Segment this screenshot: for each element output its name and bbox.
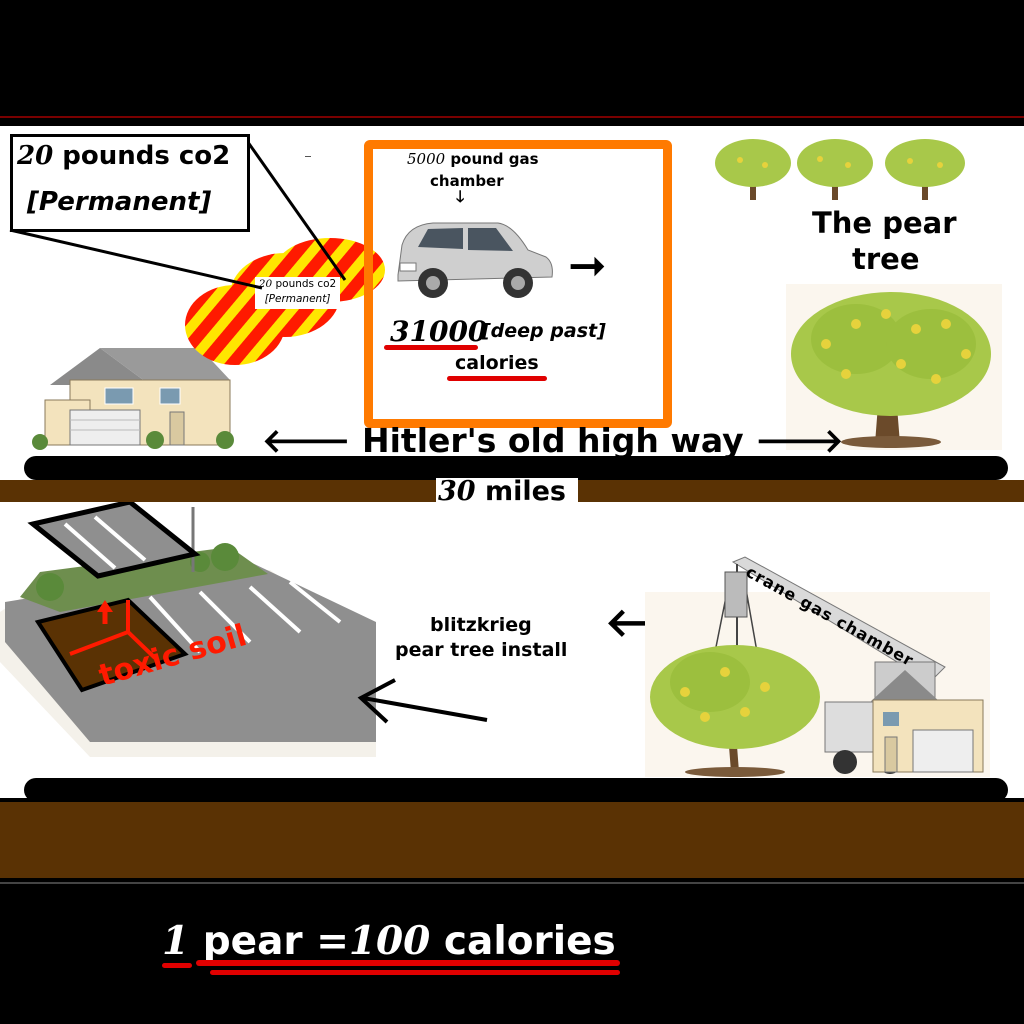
install-label-line2: pear tree install: [395, 639, 568, 661]
co2-permanent: [Permanent]: [27, 187, 212, 217]
calories-qualifier: [deep past]: [482, 320, 606, 342]
co2-callout-box: 20 pounds co2 [Permanent]: [10, 134, 250, 232]
left-arrow-icon: 🡐: [262, 421, 362, 460]
right-arrow-icon: ➞: [568, 238, 607, 292]
calories-unit: calories: [455, 352, 539, 374]
pear-tree-title-line2: tree: [852, 242, 920, 276]
right-arrow-icon-2: 🡒: [743, 421, 844, 460]
pear-tree-illustration: [786, 284, 1002, 450]
car-illustration: [397, 222, 553, 298]
house-illustration: [32, 348, 234, 450]
install-label-line1: blitzkrieg: [430, 614, 532, 636]
distance-unit: miles: [475, 476, 567, 507]
highway-label-line: 🡐 Hitler's old high way 🡒: [262, 420, 844, 460]
stray-dash: [305, 156, 311, 157]
pear-tree-title-line1: The pear: [812, 206, 957, 240]
top-divider: [0, 116, 1024, 118]
crane-illustration: [645, 556, 990, 777]
co2-amount-line: 20 pounds co2: [17, 141, 230, 171]
gas-chamber-amount: 5000: [407, 150, 446, 168]
small-pear-trees: [715, 139, 965, 200]
co2-small-permanent: [Permanent]: [264, 293, 331, 305]
calories-unit-underline: [447, 376, 547, 381]
callout-lines: [9, 137, 347, 290]
footer-unit: calories: [430, 919, 616, 964]
highway-label: Hitler's old high way: [361, 421, 744, 460]
footer-underline: [196, 960, 620, 966]
footer-underline-2: [210, 970, 620, 975]
calories-amount: 31000: [390, 315, 488, 348]
gas-chamber-frame: [364, 140, 672, 428]
gas-chamber-text: pound gas: [445, 150, 539, 168]
co2-text: pounds co2: [53, 141, 231, 171]
gas-chamber-line1: 5000 pound gas: [407, 150, 539, 168]
footer-equation: 1 pear =100 calories: [162, 918, 616, 964]
co2-amount: 20: [17, 141, 54, 171]
gas-chamber-line2: chamber: [430, 172, 504, 190]
soil-strip-bottom: [0, 802, 1024, 878]
long-left-arrow-icon: [357, 678, 488, 724]
co2-small-text: pounds co2: [272, 278, 337, 290]
top-road: [24, 456, 1008, 480]
calories-amount-line: 31000: [390, 315, 487, 348]
distance-label-bg: [436, 478, 578, 506]
down-arrow-icon: 🡓: [456, 187, 465, 206]
distance-amount: 30: [438, 476, 476, 507]
parking-lot-illustration: [0, 502, 376, 757]
bottom-divider: [0, 882, 1024, 884]
footer-text: pear =: [189, 919, 349, 964]
co2-small-label: 20 pounds co2 [Permanent]: [255, 277, 340, 309]
footer-amount: 1: [162, 918, 190, 964]
footer-amount2: 100: [348, 918, 431, 964]
distance-label: 30 miles: [438, 476, 566, 507]
calories-amount-underline: [384, 345, 478, 350]
bottom-road: [24, 778, 1008, 802]
footer-underline-short: [162, 963, 192, 968]
